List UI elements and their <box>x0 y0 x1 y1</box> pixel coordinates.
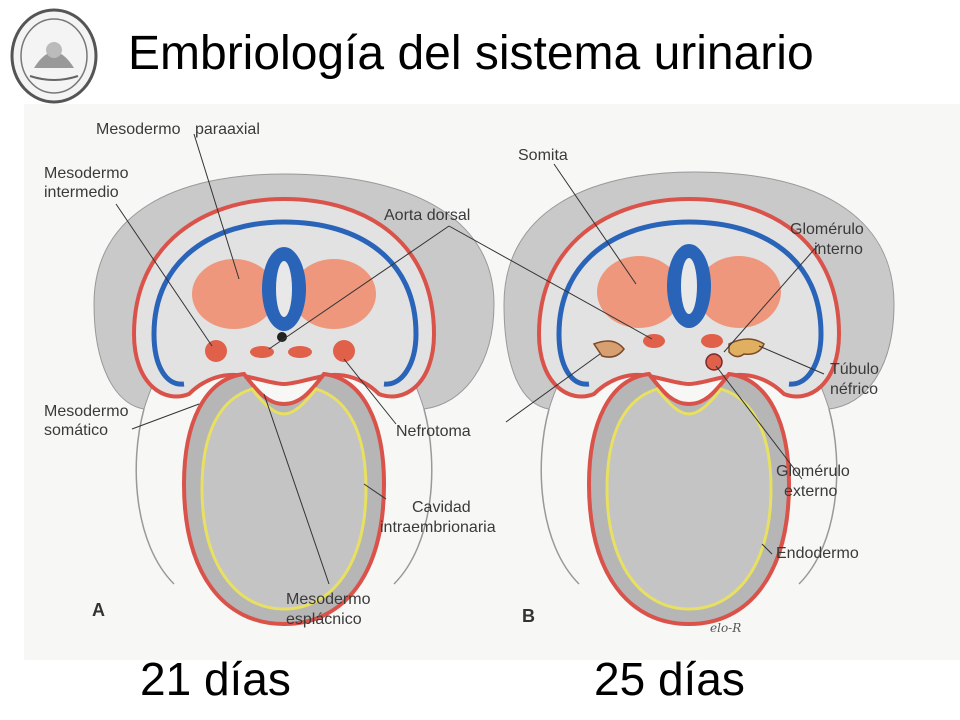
label-glomerulo-interno-line2: interno <box>814 241 863 258</box>
label-glomerulo-externo-line2: externo <box>784 483 837 500</box>
panel-a-diagram <box>93 173 495 627</box>
label-mesodermo-paraaxial: Mesodermo paraaxial <box>96 121 260 138</box>
leader-lines <box>115 133 825 585</box>
label-nefrotoma: Nefrotoma <box>396 423 471 440</box>
caption-25-dias: 25 días <box>594 653 745 705</box>
illustrator-signature: elo-R <box>710 621 741 635</box>
label-tubulo-nefrico-line1: Túbulo <box>830 361 879 378</box>
label-mesodermo-somatico-line2: somático <box>44 422 108 439</box>
label-mesodermo-esplacnico-line1: Mesodermo <box>286 591 371 608</box>
university-seal-logo <box>10 8 98 104</box>
label-mesodermo-somatico-line1: Mesodermo <box>44 403 129 420</box>
panel-b-diagram <box>503 171 895 627</box>
caption-21-dias: 21 días <box>140 653 291 705</box>
label-mesodermo-intermedio-line1: Mesodermo <box>44 165 129 182</box>
label-endodermo: Endodermo <box>776 545 859 562</box>
panel-label-a: A <box>92 600 105 620</box>
label-tubulo-nefrico-line2: néfrico <box>830 381 878 398</box>
label-somita: Somita <box>518 147 568 164</box>
label-cavidad-line1: Cavidad <box>412 499 471 516</box>
label-mesodermo-intermedio-line2: intermedio <box>44 184 119 201</box>
label-mesodermo-esplacnico-line2: esplácnico <box>286 611 362 628</box>
label-aorta-dorsal: Aorta dorsal <box>384 207 470 224</box>
panel-label-b: B <box>522 606 535 626</box>
slide-title: Embriología del sistema urinario <box>128 27 814 80</box>
label-cavidad-line2: intraembrionaria <box>380 519 496 536</box>
label-glomerulo-interno-line1: Glomérulo <box>790 221 864 238</box>
embryo-cross-section-figure: Mesodermo paraaxial Mesodermo intermedio… <box>24 104 960 660</box>
label-glomerulo-externo-line1: Glomérulo <box>776 463 850 480</box>
